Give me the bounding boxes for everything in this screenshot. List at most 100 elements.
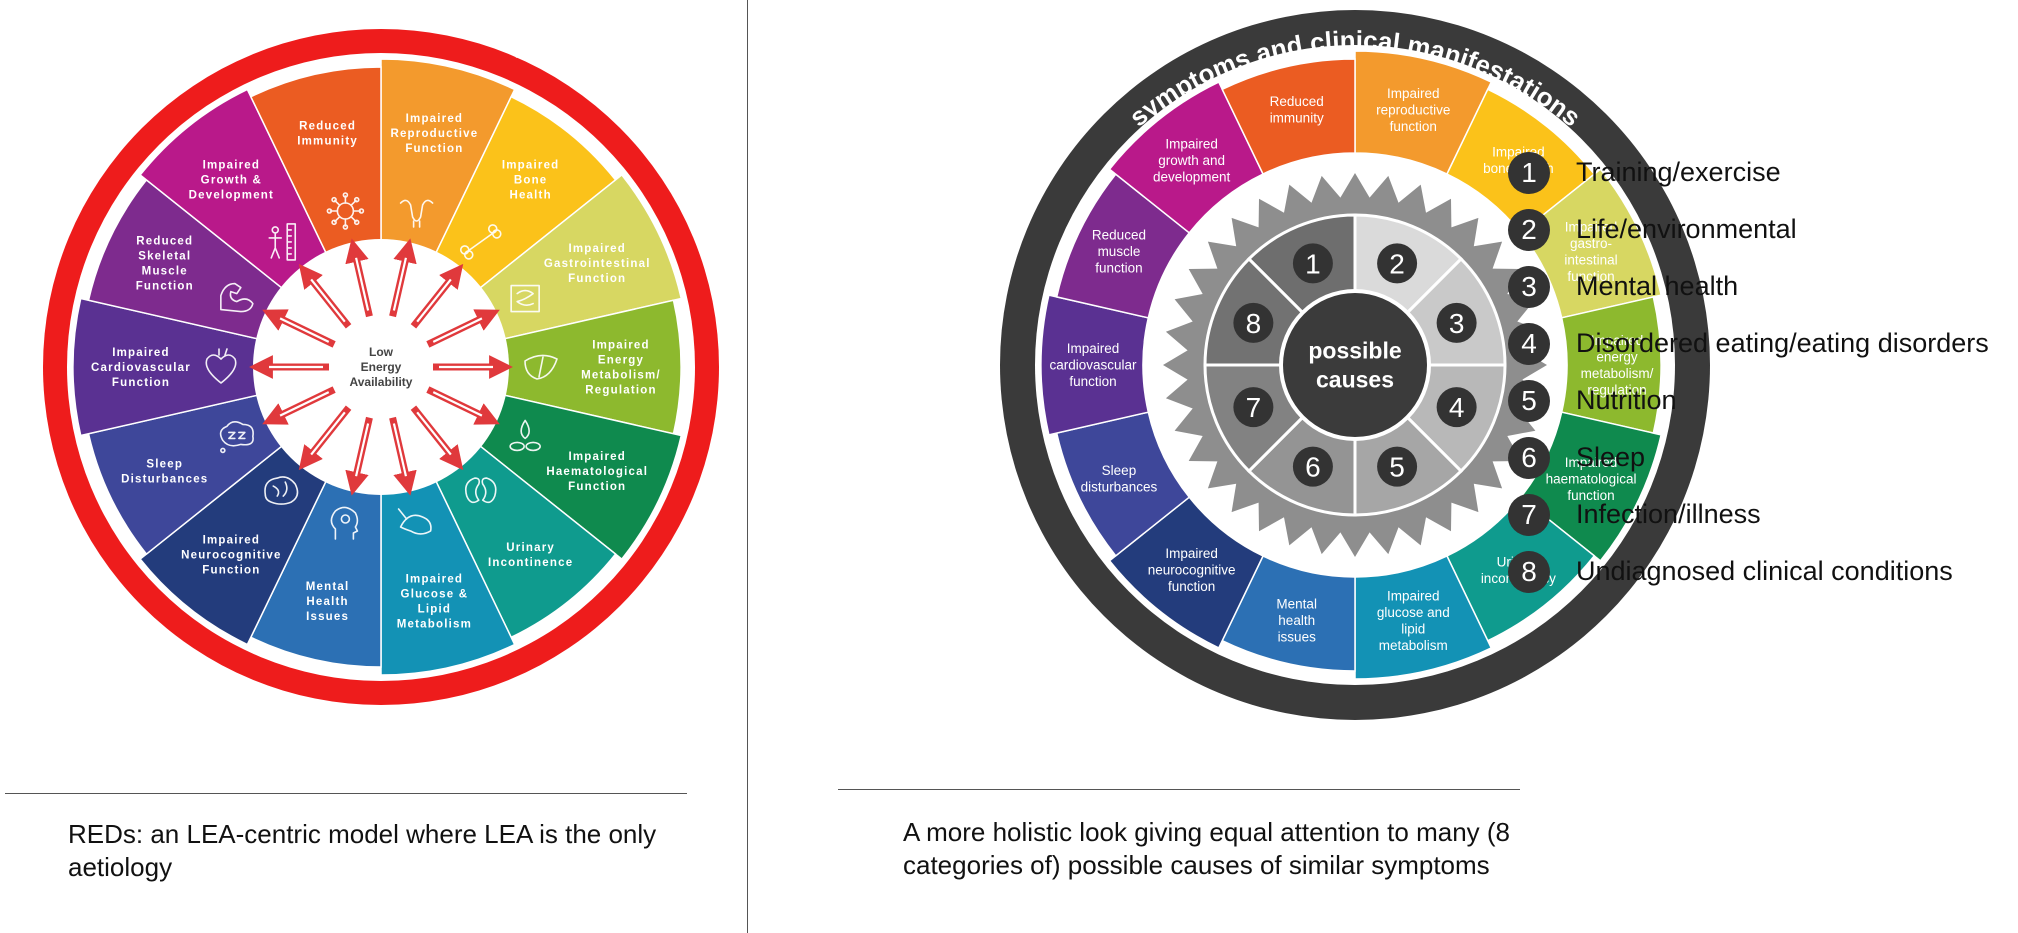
sleep-icon [219,421,254,454]
legend-label: Undiagnosed clinical conditions [1576,556,1953,586]
legend-number: 2 [1508,209,1550,251]
heart-icon [205,348,237,384]
uterus-icon [399,199,434,228]
lea-arrow-highlight [310,411,346,456]
cause-number-badge [1233,387,1274,428]
legend-number: 1 [1508,152,1550,194]
lea-arrow-highlight [392,257,407,311]
cause-number: 4 [1449,392,1465,423]
legend-item: 6 Sleep [1508,437,2013,494]
legend-item: 1 Training/exercise [1508,152,2013,209]
legend-label: Disordered eating/eating disorders [1576,328,1989,358]
lea-label-backdrop [337,323,425,411]
bone-icon [459,224,502,260]
lea-arrow-highlight [279,317,330,343]
height-measure-icon [268,223,297,261]
possible-causes-hub [1283,293,1427,437]
symptom-segment [1040,294,1150,436]
kidney-icon [464,477,497,504]
legend-number: 5 [1508,380,1550,422]
legend-item: 3 Mental health [1508,266,2013,323]
head-icon [330,506,359,540]
legend-number: 4 [1508,323,1550,365]
symptom-segment [1221,58,1356,175]
left-caption: REDs: an LEA-centric model where LEA is … [68,819,657,882]
lea-arrow-highlight [432,317,483,343]
cause-number-badge [1292,446,1333,487]
pancreas-icon [397,508,432,535]
lea-arrow-highlight [416,278,452,323]
lea-arrow-highlight [416,411,452,456]
cause-number-badge [1377,243,1418,284]
legend-number: 6 [1508,437,1550,479]
cause-number: 3 [1449,308,1465,339]
legend-item: 2 Life/environmental [1508,209,2013,266]
lea-arrow-highlight [432,391,483,417]
lea-arrow-highlight [392,423,407,477]
panel-divider [747,0,748,933]
cause-number: 7 [1246,392,1262,423]
legend-label: Mental health [1576,271,1739,301]
lea-arrow-highlight [310,278,346,323]
brain-icon [264,476,299,505]
cause-number-badge [1377,446,1418,487]
symptom-segment [1108,496,1265,649]
cause-number: 2 [1389,248,1405,279]
blood-cells-icon [509,419,541,452]
symptom-segment [1519,168,1663,319]
causes-legend: 1 Training/exercise 2 Life/environmental 3 Me… [1508,152,2013,608]
legend-item: 7 Infection/illness [1508,494,2013,551]
cause-number: 5 [1389,452,1405,483]
symptom-segment [1354,50,1493,175]
intestines-icon [510,284,540,313]
legend-label: Sleep [1576,442,1646,472]
lea-arrow-highlight [355,423,370,477]
lea-arrow-highlight [279,391,330,417]
cause-number-badge [1436,387,1477,428]
legend-label: Infection/illness [1576,499,1761,529]
legend-number: 3 [1508,266,1550,308]
legend-item: 4 Disordered eating/eating disorders [1508,323,2013,380]
legend-label: Life/environmental [1576,214,1797,244]
cause-number-badge [1436,302,1477,343]
legend-number: 7 [1508,494,1550,536]
legend-item: 8 Undiagnosed clinical conditions [1508,551,2013,608]
reds-title: REDs [512,32,588,64]
legend-label: Training/exercise [1576,157,1781,187]
muscle-icon [220,282,254,313]
cause-number-badge [1292,243,1333,284]
cause-number-badge [1233,302,1274,343]
liver-icon [524,354,558,380]
lea-arrow-highlight [355,257,370,311]
symptom-segment [1354,555,1493,680]
legend-number: 8 [1508,551,1550,593]
symptom-segment [1519,411,1663,562]
